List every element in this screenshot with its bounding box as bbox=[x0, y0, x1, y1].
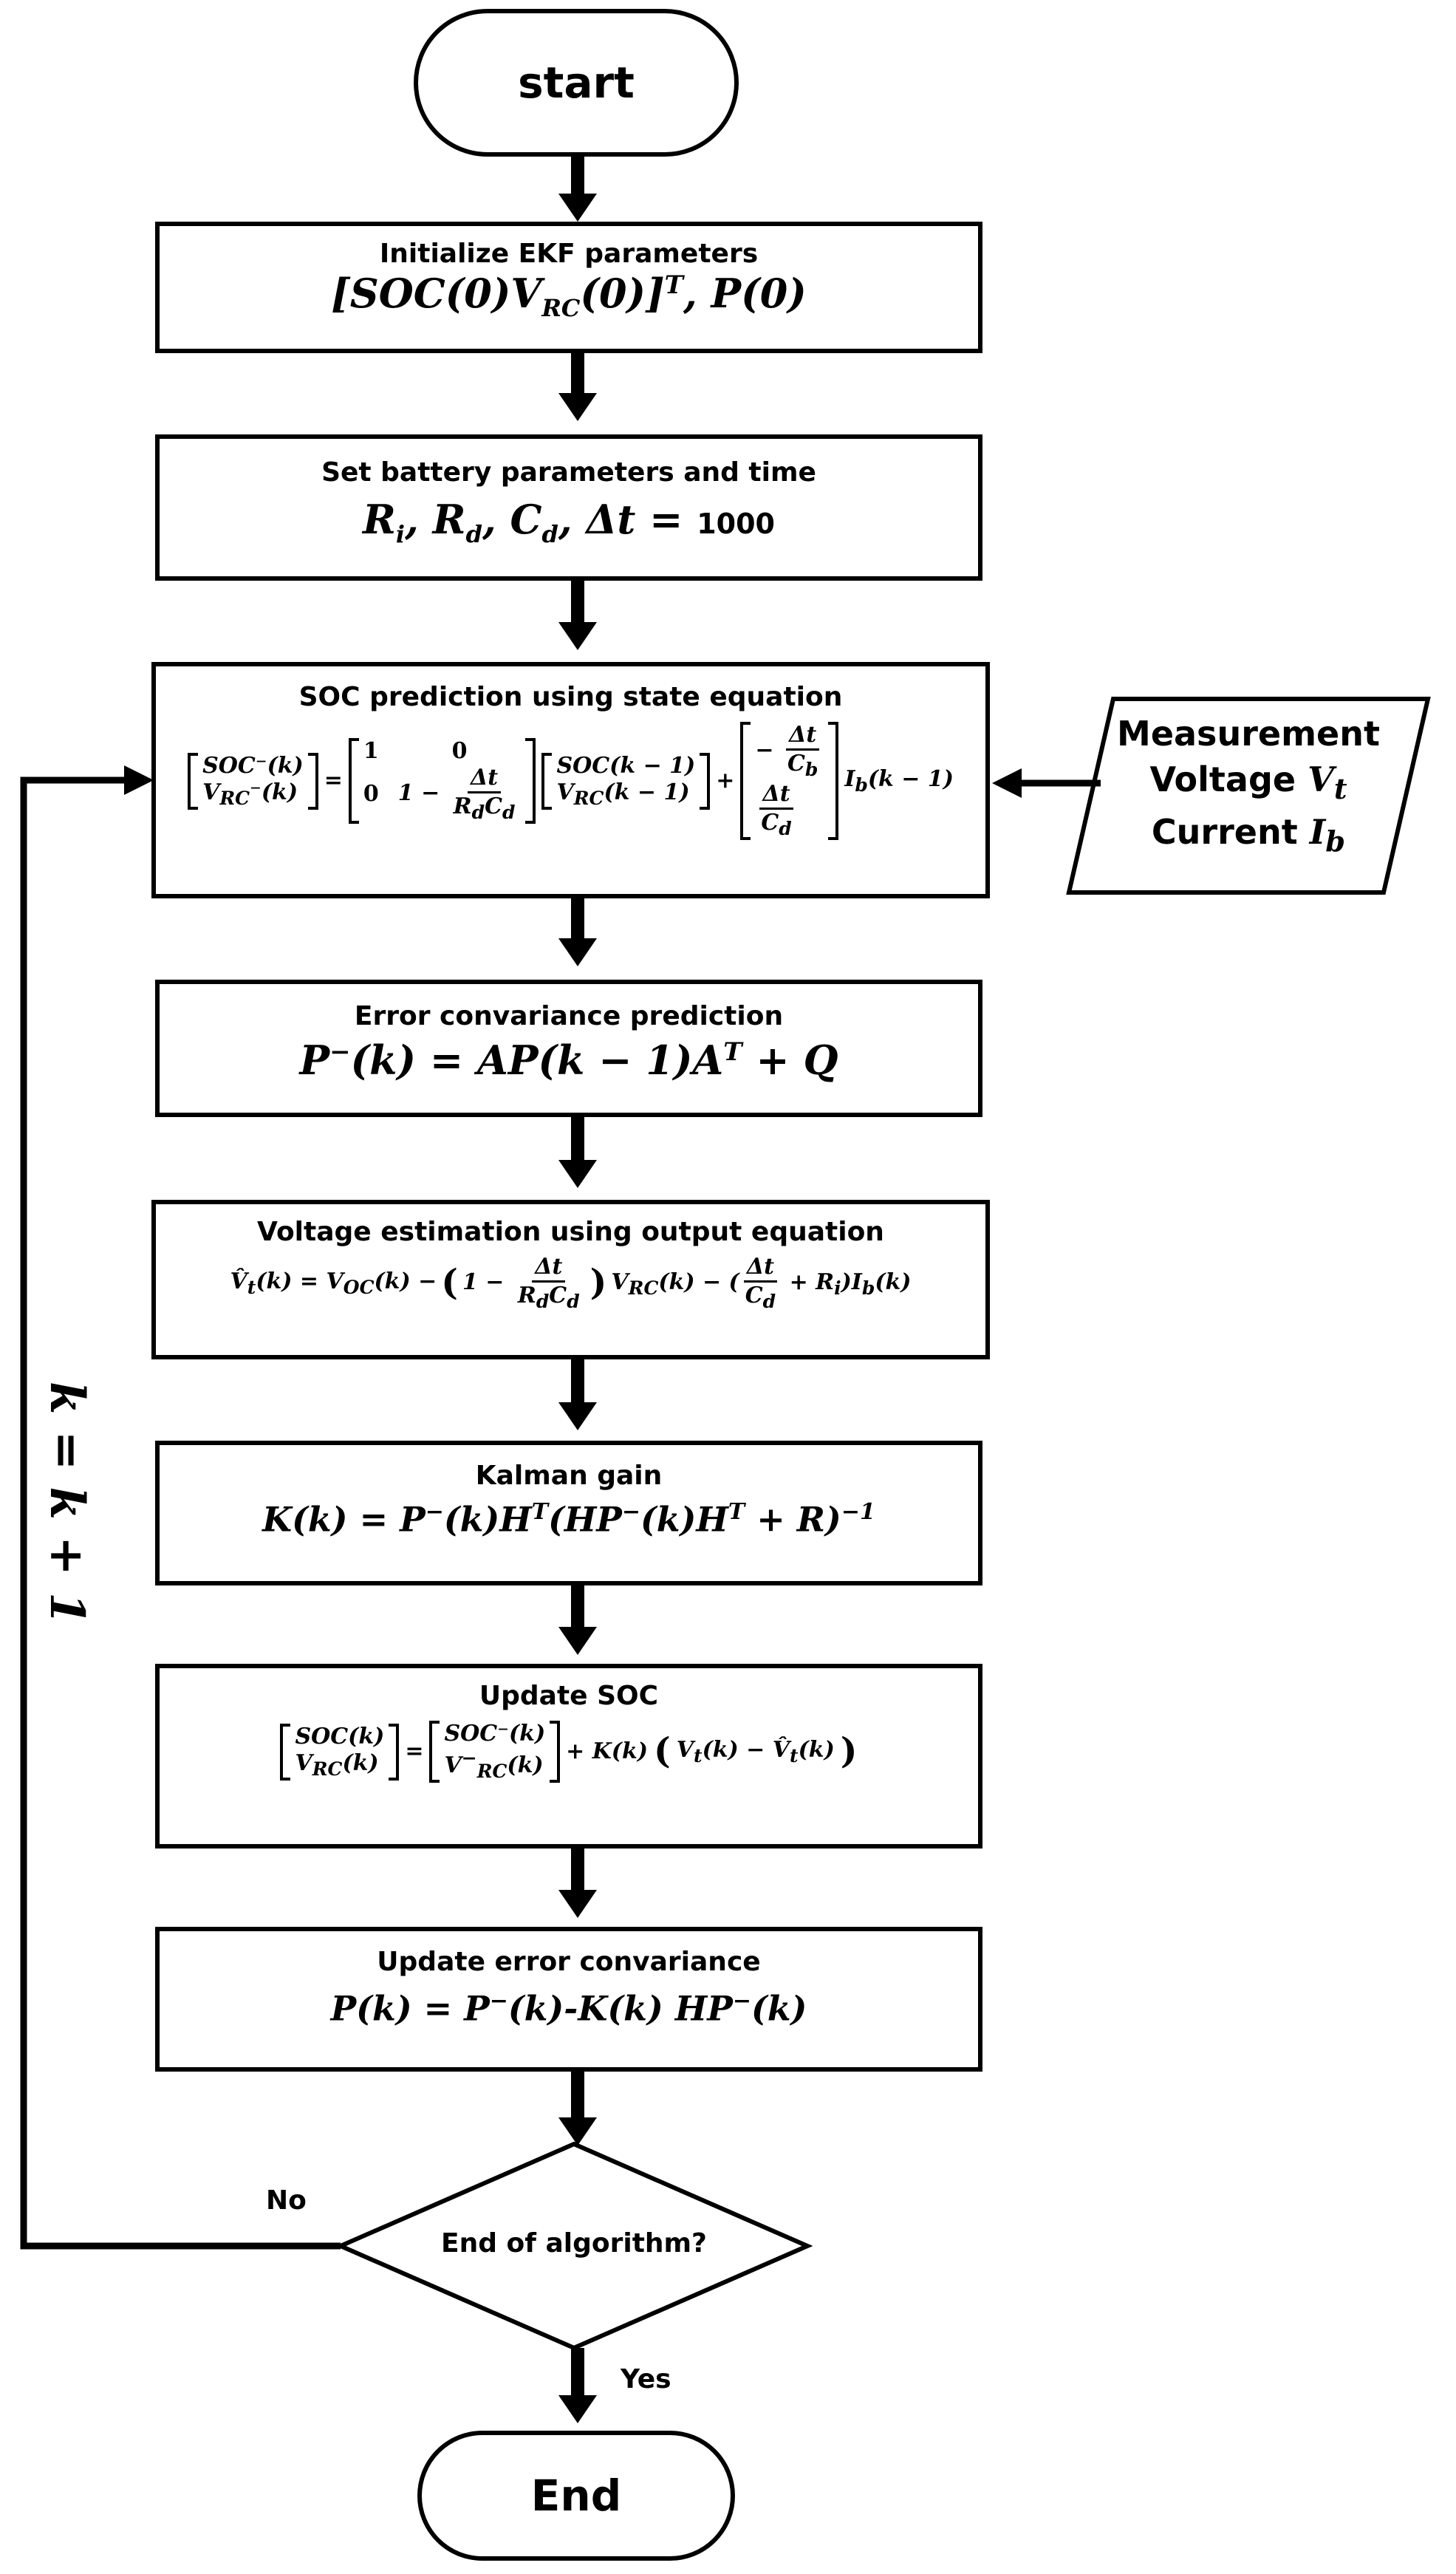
loop-back-arrowhead bbox=[124, 765, 154, 795]
measurement-label: Measurement bbox=[1117, 714, 1380, 754]
step-initialize-ekf: Initialize EKF parameters [SOC(0)VRC(0)]… bbox=[155, 222, 982, 353]
step-8-equation: P(k) = P−(k)-K(k) HP−(k) bbox=[330, 1988, 807, 2029]
arrow-7 bbox=[571, 1585, 584, 1631]
step-error-covariance-prediction: Error convariance prediction P−(k) = AP(… bbox=[155, 980, 982, 1117]
arrow-4 bbox=[571, 898, 584, 944]
measurement-input-text: Measurement Voltage Vt Current Ib bbox=[1093, 711, 1404, 861]
step-7-equation: SOC(k)VRC(k) = SOC⁻(k)V−RC(k) + K(k) ( V… bbox=[160, 1721, 978, 1783]
start-terminal: start bbox=[414, 9, 739, 157]
arrow-9 bbox=[571, 2072, 584, 2123]
arrowhead-5 bbox=[558, 1160, 597, 1188]
loop-counter-label: k = k + 1 bbox=[39, 1382, 95, 1625]
state-vector-pred: SOC⁻(k)VRC⁻(k) bbox=[188, 752, 318, 810]
step-voltage-estimation: Voltage estimation using output equation… bbox=[151, 1200, 990, 1359]
step-update-soc: Update SOC SOC(k)VRC(k) = SOC⁻(k)V−RC(k)… bbox=[155, 1664, 982, 1848]
step-2-title: Set battery parameters and time bbox=[321, 457, 816, 488]
step-soc-prediction: SOC prediction using state equation SOC⁻… bbox=[151, 662, 990, 898]
state-vector-prev: SOC(k − 1)VRC(k − 1) bbox=[541, 752, 711, 810]
arrowhead-3 bbox=[558, 622, 597, 650]
arrow-1 bbox=[571, 157, 584, 202]
step-5-title: Voltage estimation using output equation bbox=[257, 1217, 884, 1247]
input-arrow-head bbox=[992, 768, 1022, 798]
arrowhead-1 bbox=[558, 194, 597, 222]
decision-yes-label: Yes bbox=[621, 2364, 671, 2394]
step-2-equation: Ri, Rd, Cd, Δt = 1000 bbox=[363, 496, 775, 548]
end-label: End bbox=[530, 2471, 622, 2521]
step-8-title: Update error convariance bbox=[377, 1947, 761, 1977]
arrowhead-8 bbox=[558, 1890, 597, 1918]
measurement-input-shape bbox=[1066, 697, 1431, 895]
step-6-title: Kalman gain bbox=[475, 1461, 663, 1491]
step-set-battery-parameters: Set battery parameters and time Ri, Rd, … bbox=[155, 434, 982, 581]
step-3-title: SOC prediction using state equation bbox=[298, 682, 843, 712]
start-label: start bbox=[518, 58, 635, 108]
decision-no-label: No bbox=[266, 2185, 307, 2216]
arrow-3 bbox=[571, 581, 584, 627]
step-7-title: Update SOC bbox=[479, 1681, 659, 1711]
updated-state-vector: SOC(k)VRC(k) bbox=[280, 1723, 400, 1781]
arrowhead-6 bbox=[558, 1402, 597, 1430]
arrow-6 bbox=[571, 1359, 584, 1405]
decision-question: End of algorithm? bbox=[441, 2228, 707, 2259]
arrow-2 bbox=[571, 353, 584, 399]
loop-back-line bbox=[20, 776, 341, 2250]
step-1-equation: [SOC(0)VRC(0)]T, P(0) bbox=[331, 270, 807, 322]
step-6-equation: K(k) = P−(k)HT(HP−(k)HT + R)−1 bbox=[262, 1499, 875, 1540]
arrowhead-9 bbox=[558, 2117, 597, 2145]
current-label: Current Ib bbox=[1151, 812, 1346, 859]
step-kalman-gain: Kalman gain K(k) = P−(k)HT(HP−(k)HT + R)… bbox=[155, 1441, 982, 1585]
arrowhead-2 bbox=[558, 393, 597, 421]
arrowhead-4 bbox=[558, 938, 597, 966]
step-update-error-covariance: Update error convariance P(k) = P−(k)-K(… bbox=[155, 1927, 982, 2072]
predicted-state-vector: SOC⁻(k)V−RC(k) bbox=[429, 1721, 561, 1783]
end-terminal: End bbox=[417, 2431, 735, 2561]
voltage-label: Voltage Vt bbox=[1149, 759, 1347, 807]
step-4-equation: P−(k) = AP(k − 1)AT + Q bbox=[299, 1037, 838, 1085]
arrowhead-7 bbox=[558, 1627, 597, 1655]
arrow-8 bbox=[571, 1848, 584, 1894]
step-1-title: Initialize EKF parameters bbox=[379, 239, 759, 269]
arrow-5 bbox=[571, 1117, 584, 1163]
step-4-title: Error convariance prediction bbox=[354, 1001, 784, 1031]
arrowhead-10 bbox=[558, 2395, 597, 2423]
arrow-10 bbox=[571, 2348, 584, 2401]
